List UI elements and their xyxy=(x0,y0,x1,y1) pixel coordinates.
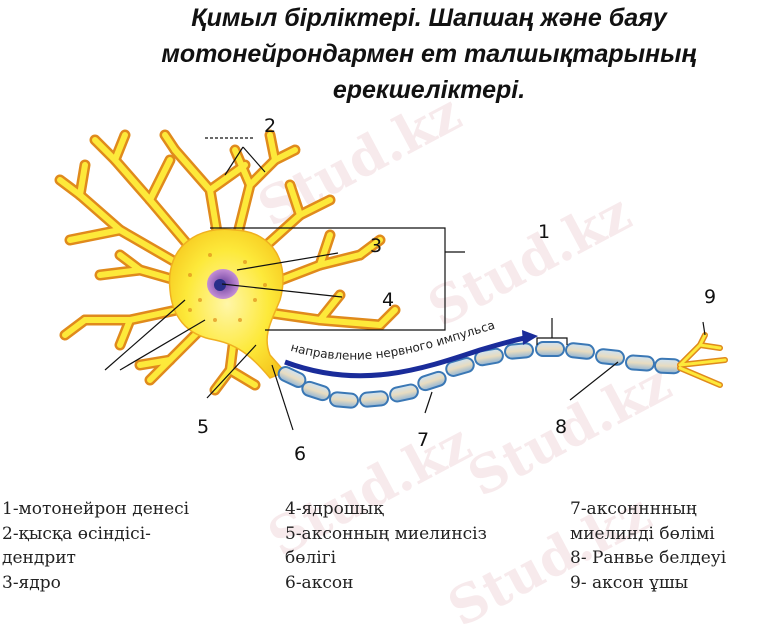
page-title: Қимыл бірліктері. Шапшаң және баяу мотон… xyxy=(100,0,758,108)
legend-item: 6-аксон xyxy=(285,572,354,593)
legend-item: 4-ядрошық xyxy=(285,499,384,519)
label-2: 2 xyxy=(264,115,276,137)
label-1: 1 xyxy=(538,221,550,243)
title-line-1: Қимыл бірліктері. Шапшаң және баяу xyxy=(191,4,667,32)
label-8: 8 xyxy=(555,416,567,438)
legend-item: бөлігі xyxy=(285,548,337,568)
legend-item: 7-аксонннның xyxy=(570,499,697,519)
nucleolus xyxy=(214,279,226,291)
legend-item: 2-қысқа өсіндісі- xyxy=(2,523,151,544)
legend-item: 1-мотонейрон денесі xyxy=(2,499,190,519)
label-6: 6 xyxy=(294,443,306,465)
title-line-2: мотонейрондармен ет талшықтарының xyxy=(161,40,697,68)
legend-item: 8- Ранвье белдеуі xyxy=(570,548,727,568)
label-3: 3 xyxy=(370,235,382,257)
label-5: 5 xyxy=(197,416,209,438)
label-9: 9 xyxy=(704,286,716,308)
legend-item: 5-аксонның миелинсіз xyxy=(285,523,487,544)
impulse-arrow xyxy=(284,335,526,379)
legend-column-1: 1-мотонейрон денесі 2-қысқа өсіндісі- де… xyxy=(2,497,189,595)
legend-column-3: 7-аксонннның миелинді бөлімі 8- Ранвье б… xyxy=(570,497,726,595)
legend-item: миелинді бөлімі xyxy=(570,523,715,544)
leader-lines xyxy=(104,137,706,431)
label-4: 4 xyxy=(382,289,394,311)
legend-column-2: 4-ядрошық 5-аксонның миелинсіз бөлігі 6-… xyxy=(285,497,487,595)
legend-item: 3-ядро xyxy=(2,572,61,593)
neuron-diagram: направление нервного импульса 1 2 3 4 5 … xyxy=(54,115,728,465)
legend-item: дендрит xyxy=(2,548,76,568)
title-line-3: ерекшеліктері. xyxy=(332,76,526,104)
legend-item: 9- аксон ұшы xyxy=(570,572,689,593)
myelinated-axon xyxy=(277,341,682,409)
label-7: 7 xyxy=(417,429,429,451)
